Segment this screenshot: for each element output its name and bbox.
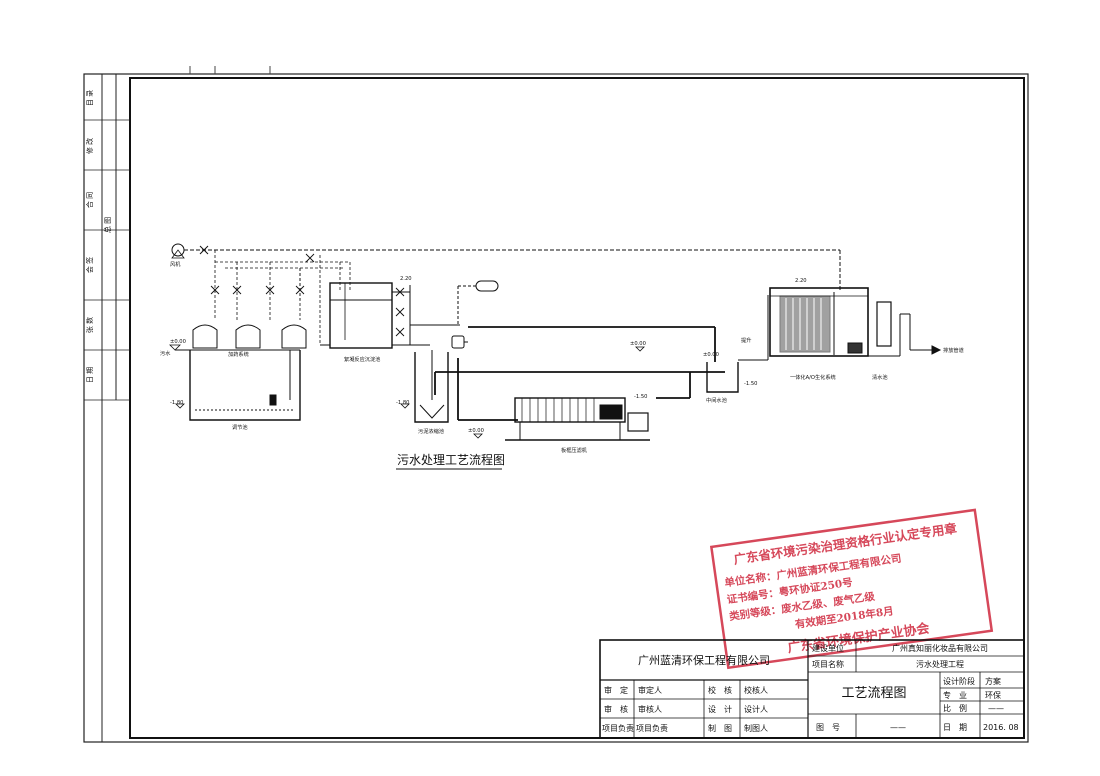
project-label: 项目名称 — [812, 659, 844, 669]
date-label: 日 期 — [943, 723, 967, 732]
design-stage-value: 方案 — [985, 676, 1001, 686]
outer-frame — [83, 73, 1029, 743]
sidebar-strip: 目 录 修 改 合 同 会 签 张 数 日 期 总 图 — [84, 74, 130, 742]
drawing-title: 工艺流程图 — [841, 686, 906, 701]
row-3-person-2: 制图人 — [744, 723, 768, 733]
label-inflow: 污水 — [160, 349, 171, 357]
row-1-role: 审 定 — [604, 685, 628, 695]
label-sludge-tank: 污泥浓缩池 — [418, 427, 444, 435]
sidebar-mark-5: 张 数 — [85, 317, 94, 333]
label-discharge: 排放管道 — [943, 346, 964, 354]
row-1-person: 审定人 — [638, 685, 662, 695]
level-000-a: ±0.00 — [170, 339, 186, 345]
row-3-person: 项目负责 — [636, 723, 668, 733]
scale-label: 比 例 — [943, 703, 967, 713]
sidebar-mark-3: 合 同 — [85, 192, 94, 208]
construction-unit-label: 建设单位 — [812, 643, 844, 653]
row-2-person-2: 设计人 — [744, 704, 768, 714]
row-1-role-2: 校 核 — [708, 685, 732, 695]
process-flow-diagram — [169, 243, 942, 441]
ao-bio-system — [769, 287, 869, 357]
label-mid-tank: 中间水池 — [706, 396, 727, 404]
row-2-role: 审 核 — [604, 704, 628, 714]
row-1-person-2: 校核人 — [744, 685, 768, 695]
row-2-role-2: 设 计 — [708, 704, 732, 714]
dosing-tanks — [192, 324, 307, 349]
design-stage-label: 设计阶段 — [943, 676, 975, 686]
title-block — [599, 639, 1025, 739]
level-180-b: -1.80 — [396, 400, 409, 406]
drawing-no-label: 图 号 — [816, 723, 840, 732]
label-clear-tank: 清水池 — [872, 373, 888, 381]
level-000-c: ±0.00 — [468, 428, 484, 434]
label-ao-system: 一体化A/O生化系统 — [790, 373, 836, 381]
level-180-a: -1.80 — [170, 400, 183, 406]
diagram-caption: 污水处理工艺流程图 — [397, 452, 505, 467]
valve-icon — [199, 245, 209, 255]
sidebar-mark-2: 修 改 — [85, 138, 94, 154]
coag-sedimentation-tank — [329, 282, 393, 349]
row-3-role-2: 制 图 — [708, 723, 732, 733]
sidebar-mark-1: 目 录 — [86, 90, 94, 106]
level-000-b: ±0.00 — [630, 341, 646, 347]
mid-water-tank — [706, 362, 739, 393]
construction-unit: 广州真知丽化妆品有限公司 — [892, 643, 988, 653]
sidebar-mark-4: 会 签 — [85, 257, 94, 273]
discipline-label: 专 业 — [943, 690, 967, 700]
sludge-pump-icon — [451, 335, 465, 349]
label-coag-tank: 絮凝反应沉淀池 — [344, 355, 380, 363]
scale-value: —— — [988, 704, 1004, 713]
drawing-no: —— — [890, 723, 906, 732]
level-150-a: -1.50 — [634, 394, 647, 400]
discipline-value: 环保 — [985, 690, 1001, 700]
company-name: 广州蓝清环保工程有限公司 — [638, 653, 770, 667]
label-filter-press: 板框压滤机 — [561, 446, 588, 454]
clear-water-tank — [876, 301, 892, 347]
level-220-b: 2.20 — [795, 278, 807, 284]
level-220-a: 2.20 — [400, 276, 412, 282]
row-3-role: 项目负责 — [602, 723, 634, 733]
sidebar-mark-7: 总 图 — [103, 217, 112, 233]
label-blower: 风机 — [170, 260, 181, 268]
label-lift: 提升 — [741, 336, 751, 344]
level-150-b: -1.50 — [744, 381, 757, 387]
label-regulating-tank: 调节池 — [232, 423, 248, 431]
blower-2-icon — [475, 280, 499, 292]
sludge-thickening-tank — [414, 352, 449, 423]
date-value: 2016. 08 — [983, 723, 1019, 732]
project-name: 污水处理工程 — [916, 659, 964, 669]
filter-press — [505, 397, 650, 441]
sidebar-mark-6: 日 期 — [86, 367, 94, 383]
row-2-person: 审核人 — [638, 704, 662, 714]
regulating-tank — [189, 350, 301, 421]
inner-frame — [129, 77, 1025, 739]
label-dosing-system: 加药系统 — [228, 350, 249, 358]
level-000-d: ±0.00 — [703, 352, 719, 358]
